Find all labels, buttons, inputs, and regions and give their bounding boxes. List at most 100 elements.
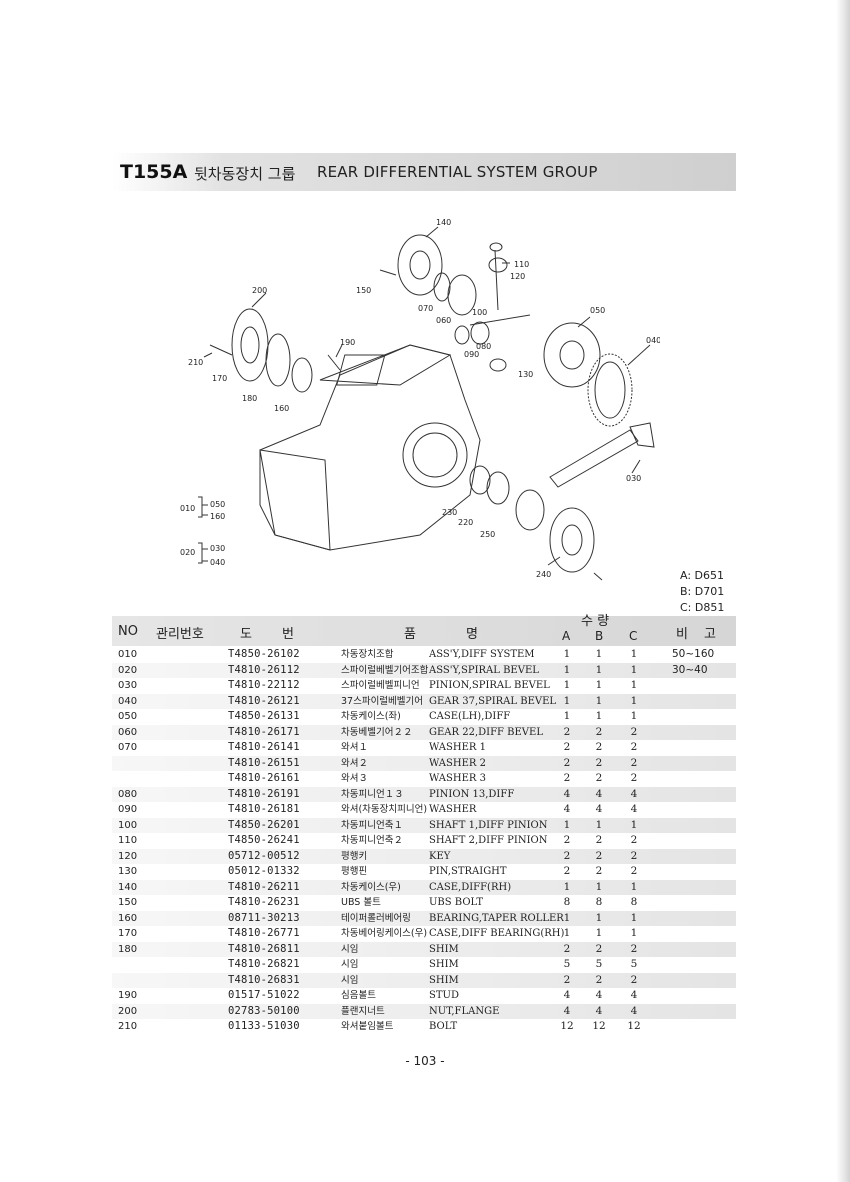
qty-c: 1 [630, 927, 638, 939]
callout-060: 060 [436, 316, 451, 325]
row-no: 210 [118, 1021, 138, 1032]
pinion-shaft-030 [549, 429, 639, 488]
remarks: 30~40 [672, 663, 708, 676]
drawing-number: T4850-26201 [228, 818, 300, 831]
group-title-korean: 뒷차동장치 그룹 [194, 165, 296, 183]
qty-c: 1 [630, 710, 638, 722]
part-name-english: PIN,STRAIGHT [429, 866, 507, 877]
qty-a: 5 [563, 958, 571, 970]
part-name-english: UBS BOLT [429, 897, 484, 908]
row-no: 180 [118, 943, 138, 955]
qty-c: 2 [630, 756, 638, 769]
part-name-english: SHIM [429, 959, 459, 970]
part-name-korean: 와셔붙임볼트 [341, 1021, 394, 1032]
part-name-english: WASHER [429, 804, 477, 815]
qty-a: 4 [563, 989, 571, 1001]
group-code: T155A [120, 161, 188, 183]
qty-b: 2 [595, 725, 603, 738]
part-name-english: NUT,FLANGE [429, 1005, 500, 1017]
qty-b: 2 [595, 756, 603, 769]
part-name-english: BOLT [429, 1021, 458, 1032]
callout-190: 190 [340, 338, 355, 347]
callout-220: 220 [458, 518, 473, 527]
part-name-korean: 와셔１ [341, 742, 368, 753]
group-title-english: REAR DIFFERENTIAL SYSTEM GROUP [317, 163, 598, 181]
drawing-number: 01517-51022 [228, 989, 300, 1001]
qty-a: 4 [563, 803, 571, 815]
row-no: 200 [118, 1005, 138, 1017]
drawing-number: T4850-26241 [228, 834, 300, 846]
flange-170 [231, 308, 269, 382]
part-name-english: BEARING,TAPER ROLLER [429, 912, 564, 924]
part-name-korean: 플랜지너트 [341, 1005, 385, 1017]
drawing-number: T4810-26151 [228, 756, 300, 769]
model-b: B: D701 [680, 585, 725, 598]
qty-c: 4 [630, 787, 638, 800]
shaft-100 [469, 314, 531, 326]
model-a: A: D651 [680, 569, 724, 582]
qty-a: 2 [563, 865, 571, 877]
qty-b: 4 [595, 989, 603, 1001]
drawing-number: T4810-26231 [228, 896, 300, 908]
row-no: 150 [118, 897, 138, 908]
qty-a: 1 [563, 679, 571, 691]
qty-b: 4 [595, 1004, 603, 1017]
row-no: 190 [118, 990, 138, 1001]
qty-c: 1 [630, 911, 638, 924]
drawing-number: T4810-22112 [228, 679, 300, 691]
page-number: - 103 - [405, 1054, 445, 1068]
qty-c: 1 [630, 818, 638, 831]
part-name-english: STUD [429, 990, 459, 1001]
qty-b: 2 [595, 865, 603, 877]
drawing-number: T4810-26171 [228, 725, 300, 738]
row-no: 020 [118, 664, 138, 676]
bearing-160 [291, 357, 313, 393]
callout-090: 090 [464, 350, 479, 359]
qty-c: 2 [630, 849, 638, 862]
housing-window [336, 354, 386, 386]
header-mgmt-no: 관리번호 [156, 627, 204, 642]
callout-120: 120 [510, 272, 525, 281]
callout-250: 250 [480, 530, 495, 539]
qty-a: 2 [563, 725, 571, 738]
housing-bore [402, 422, 468, 488]
callout-110: 110 [514, 260, 529, 269]
qty-a: 12 [560, 1020, 574, 1032]
qty-b: 2 [595, 973, 603, 986]
qty-b: 4 [595, 787, 603, 800]
qty-b: 1 [595, 679, 603, 691]
drawing-number: T4810-26112 [228, 663, 300, 676]
drawing-number: 05712-00512 [228, 849, 300, 862]
callout-130: 130 [518, 370, 533, 379]
housing-side-face [259, 449, 331, 551]
housing-outline [259, 344, 481, 551]
qty-a: 1 [563, 927, 571, 939]
gear-060 [447, 274, 477, 316]
part-name-english: WASHER 2 [429, 757, 486, 769]
washer-070 [433, 272, 451, 302]
part-name-english: CASE,DIFF(RH) [429, 881, 512, 893]
row-no: 160 [118, 912, 138, 924]
flange-240 [549, 507, 595, 573]
remarks: 50~160 [672, 648, 715, 660]
qty-b: 1 [595, 818, 603, 831]
part-name-korean: 테이퍼롤러베어링 [341, 912, 411, 924]
shim-250 [515, 489, 545, 531]
qty-b: 8 [595, 896, 603, 908]
exploded-parts-diagram: 140 110 120 150 200 070 100 060 050 040 … [180, 218, 660, 581]
qty-b: 5 [595, 958, 603, 970]
qty-a: 4 [563, 1004, 571, 1017]
part-name-english: WASHER 1 [429, 742, 486, 753]
legend-020: 020 [180, 548, 195, 557]
qty-a: 1 [563, 818, 571, 831]
row-no: 110 [118, 835, 138, 846]
